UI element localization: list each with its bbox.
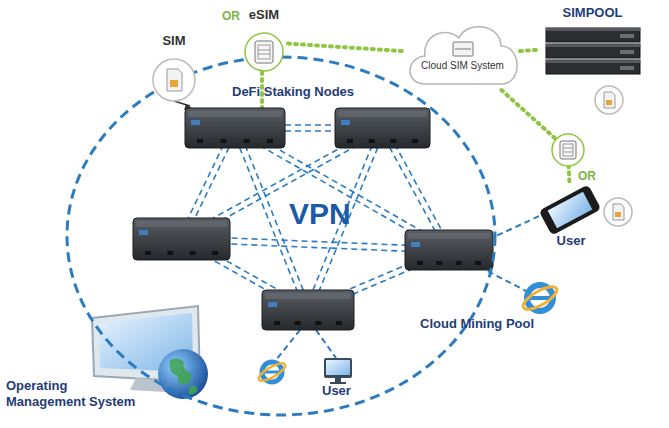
management-monitor — [92, 306, 208, 399]
annotation: OR — [222, 8, 240, 24]
cloud-outline — [405, 20, 520, 90]
device-port — [456, 261, 462, 265]
device-body — [405, 230, 493, 270]
node-text: Cloud Mining Pool — [420, 317, 534, 332]
node-text: VPN — [289, 197, 351, 232]
staking-node-boxes — [133, 108, 493, 330]
device-port — [244, 139, 250, 143]
rack-unit — [546, 60, 640, 74]
cloud-outline — [410, 27, 517, 84]
device-port — [267, 139, 273, 143]
device-port — [336, 321, 342, 325]
system-label: Operating Management System — [6, 378, 146, 410]
device-body — [335, 108, 430, 148]
phone-icon — [539, 184, 602, 235]
ellipse-outline — [65, 55, 497, 417]
device-port — [212, 251, 218, 255]
node-text: DeFi Staking Nodes — [232, 85, 354, 100]
node-text: eSIM — [240, 8, 288, 23]
node-text: SIMPOOL — [540, 6, 645, 21]
device-logo — [268, 302, 277, 307]
device-body — [262, 290, 354, 330]
device-highlight — [338, 111, 427, 117]
device-highlight — [408, 233, 490, 239]
device-body — [133, 218, 230, 260]
esim-node: eSIM — [240, 8, 288, 76]
device-port — [436, 261, 442, 265]
node-text: Cloud SIM System — [405, 60, 520, 72]
device-port — [295, 321, 301, 325]
device-logo — [341, 120, 350, 125]
sim-card-icon — [595, 86, 623, 114]
server-icon — [453, 42, 473, 56]
sim-card-icon — [604, 198, 632, 226]
device-highlight — [265, 293, 351, 299]
staking-node-device — [405, 230, 493, 270]
device-logo — [139, 230, 148, 235]
sim-link — [501, 90, 569, 186]
device-highlight — [188, 111, 282, 117]
device-body — [185, 108, 285, 148]
device-port — [197, 139, 203, 143]
staking-node-device — [185, 108, 285, 148]
device-logo — [191, 120, 200, 125]
device-port — [390, 139, 396, 143]
ellipse-node: DeFi Staking NodesVPNCloud Mining Pool — [65, 55, 497, 417]
device-port — [369, 139, 375, 143]
phone-node: User — [536, 186, 606, 250]
esim-icon — [552, 134, 584, 166]
device-port — [417, 261, 423, 265]
node-text: User — [536, 234, 606, 249]
rack-unit — [546, 28, 640, 42]
annotation: User — [322, 383, 351, 399]
device-port — [315, 321, 321, 325]
pool-outline — [67, 57, 495, 415]
rack-unit — [546, 44, 640, 58]
device-logo — [411, 242, 420, 247]
device-port — [274, 321, 280, 325]
node-text: SIM — [150, 34, 198, 49]
sim-link — [520, 50, 540, 51]
sim-icon — [153, 59, 195, 101]
device-port — [475, 261, 481, 265]
rack-node: SIMPOOL — [540, 6, 645, 86]
device-port — [347, 139, 353, 143]
sim-link — [288, 44, 405, 52]
device-port — [190, 251, 196, 255]
user-monitor — [324, 358, 352, 384]
dashed-links — [174, 72, 548, 360]
device-highlight — [136, 221, 227, 227]
staking-node-device — [262, 290, 354, 330]
staking-node-device — [133, 218, 230, 260]
staking-node-device — [335, 108, 430, 148]
annotation: OR — [578, 168, 596, 184]
device-port — [167, 251, 173, 255]
device-port — [412, 139, 418, 143]
device-port — [220, 139, 226, 143]
browser-icon — [257, 360, 288, 384]
sim-node: SIM — [150, 34, 198, 102]
browser-icon — [520, 282, 560, 313]
cloud-node: Cloud SIM System — [405, 20, 520, 90]
device-port — [145, 251, 151, 255]
esim-icon — [245, 33, 283, 71]
